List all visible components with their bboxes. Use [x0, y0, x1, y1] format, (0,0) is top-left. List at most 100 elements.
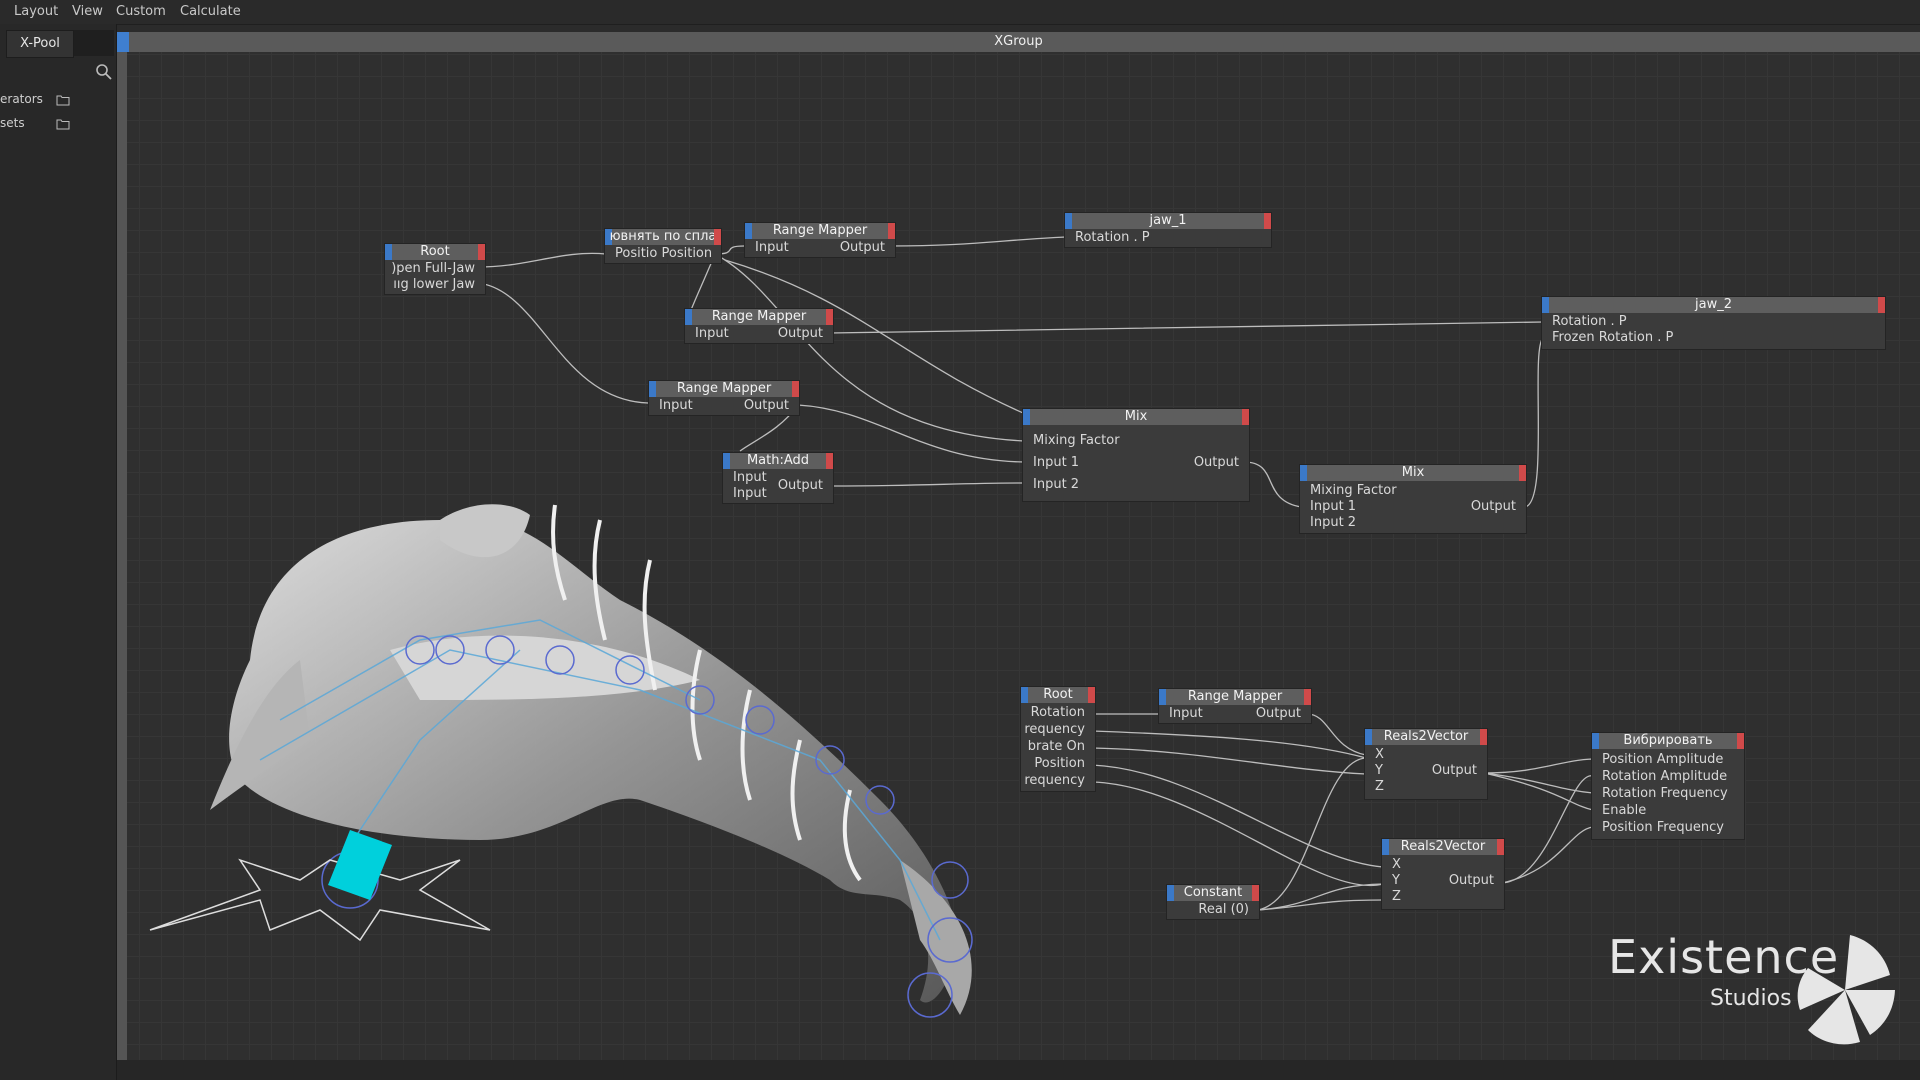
output-port-label[interactable]: requency [1024, 722, 1085, 737]
output-port-label[interactable]: requency [1024, 773, 1085, 788]
output-port-label[interactable]: Rotation [1030, 705, 1085, 720]
output-port-label[interactable]: Output [777, 478, 823, 493]
menu-bar: Layout View Custom Calculate [0, 0, 1920, 25]
output-port-label[interactable]: Output [1431, 763, 1477, 778]
input-port-label[interactable]: Mixing Factor [1033, 433, 1120, 448]
node-title: Mix [1401, 465, 1425, 480]
status-strip [117, 1060, 1920, 1080]
node-title: Range Mapper [772, 223, 868, 238]
input-port-label[interactable]: Input [695, 326, 729, 341]
folder-icon [56, 94, 70, 106]
node-title: Range Mapper [1187, 689, 1283, 704]
port-label[interactable]: Positio Position [615, 246, 713, 261]
node-title: Reals2Vector [1400, 839, 1486, 854]
output-port-label[interactable]: Output [1470, 499, 1516, 514]
node-title: Mix [1124, 409, 1148, 424]
node-range-mapper-4[interactable]: Range Mapper Input Output [1158, 688, 1312, 724]
input-port-label[interactable]: Input [1169, 706, 1203, 721]
input-port-label[interactable]: Input 2 [1033, 477, 1080, 492]
input-port-label[interactable]: Input 2 [1310, 515, 1357, 530]
node-root-1[interactable]: Root )pen Full-Jaw ııg lower Jaw [384, 243, 486, 295]
studio-logo-icon [1797, 935, 1895, 1045]
output-port-label[interactable]: Output [1255, 706, 1301, 721]
tree-item-operators[interactable]: erators [0, 92, 116, 110]
output-port-label[interactable]: Position [1034, 756, 1085, 771]
input-port-label[interactable]: Rotation Amplitude [1602, 769, 1728, 784]
input-port-label[interactable]: Input 1 [1033, 455, 1080, 470]
dolphin-model[interactable] [149, 504, 973, 1018]
node-title: Root [420, 244, 450, 259]
menu-view[interactable]: View [72, 4, 103, 19]
node-reals2vector-2[interactable]: Reals2Vector X Y Z Output [1381, 838, 1505, 910]
output-port-label[interactable]: )pen Full-Jaw [391, 261, 475, 276]
node-title: Вибрировать [1623, 733, 1713, 748]
input-port-label[interactable]: Input [733, 486, 767, 501]
input-port-label[interactable]: Frozen Rotation . P [1552, 330, 1674, 345]
input-port-label[interactable]: Input 1 [1310, 499, 1357, 514]
xgroup-side-bar [117, 52, 127, 1060]
input-port-label[interactable]: Z [1375, 779, 1384, 794]
node-range-mapper-2[interactable]: Range Mapper Input Output [684, 308, 834, 344]
input-port-label[interactable]: Position Frequency [1602, 820, 1724, 835]
node-math-add[interactable]: Math:Add Input Input Output [722, 452, 834, 504]
node-reals2vector-1[interactable]: Reals2Vector X Y Z Output [1364, 728, 1488, 800]
node-range-mapper-1[interactable]: Range Mapper Input Output [744, 222, 896, 258]
output-port-label[interactable]: ııg lower Jaw [393, 277, 475, 292]
tree-item-label: erators [0, 92, 43, 106]
node-title: Constant [1183, 885, 1243, 900]
input-port-label[interactable]: Y [1375, 763, 1383, 778]
node-title: Math:Add [746, 453, 810, 468]
xgroup-input-port [117, 32, 129, 52]
xgroup-title: XGroup [994, 34, 1043, 49]
node-title: Range Mapper [711, 309, 807, 324]
node-title: Reals2Vector [1383, 729, 1469, 744]
menu-calculate[interactable]: Calculate [180, 4, 241, 19]
node-title: Range Mapper [676, 381, 772, 396]
output-port-label[interactable]: Output [1193, 455, 1239, 470]
node-title: ювнять по спла [609, 229, 717, 244]
controller-handle[interactable] [328, 830, 392, 900]
folder-icon [56, 118, 70, 130]
input-port-label[interactable]: Rotation . P [1075, 230, 1150, 245]
xgroup-titlebar[interactable]: XGroup [117, 32, 1920, 52]
input-port-label[interactable]: Rotation . P [1552, 314, 1627, 329]
input-port-label[interactable]: Rotation Frequency [1602, 786, 1728, 801]
menu-layout[interactable]: Layout [14, 4, 59, 19]
node-align-spline[interactable]: ювнять по спла Positio Position [604, 228, 722, 264]
node-mix-2[interactable]: Mix Mixing Factor Input 1 Input 2 Output [1299, 464, 1527, 534]
node-title: jaw_1 [1149, 213, 1187, 228]
output-port-label[interactable]: Real (0) [1198, 902, 1249, 917]
output-port-label[interactable]: brate On [1027, 739, 1085, 754]
node-root-2[interactable]: Root Rotation requency brate On Position… [1020, 686, 1096, 792]
node-range-mapper-3[interactable]: Range Mapper Input Output [648, 380, 800, 416]
node-mix-1[interactable]: Mix Mixing Factor Input 1 Input 2 Output [1022, 408, 1250, 502]
input-port-label[interactable]: Input [659, 398, 693, 413]
input-port-label[interactable]: Input [755, 240, 789, 255]
input-port-label[interactable]: X [1392, 857, 1401, 872]
output-port-label[interactable]: Output [743, 398, 789, 413]
node-jaw-2[interactable]: jaw_2 Rotation . P Frozen Rotation . P [1541, 296, 1886, 350]
node-wires [477, 236, 1594, 911]
node-title: jaw_2 [1695, 297, 1732, 312]
search-icon[interactable] [94, 62, 114, 82]
tab-bar [74, 30, 114, 56]
input-port-label[interactable]: Mixing Factor [1310, 483, 1397, 498]
input-port-label[interactable]: Z [1392, 889, 1401, 904]
input-port-label[interactable]: X [1375, 747, 1384, 762]
output-port-label[interactable]: Output [839, 240, 885, 255]
menu-custom[interactable]: Custom [116, 4, 166, 19]
node-title: Root [1043, 687, 1073, 702]
node-vibrate[interactable]: Вибрировать Position Amplitude Rotation … [1591, 732, 1745, 840]
input-port-label[interactable]: Enable [1602, 803, 1647, 818]
output-port-label[interactable]: Output [1448, 873, 1494, 888]
node-jaw-1[interactable]: jaw_1 Rotation . P [1064, 212, 1272, 248]
input-port-label[interactable]: Position Amplitude [1602, 752, 1724, 767]
input-port-label[interactable]: Y [1392, 873, 1400, 888]
tab-xpool[interactable]: X-Pool [6, 30, 74, 58]
input-port-label[interactable]: Input [733, 470, 767, 485]
output-port-label[interactable]: Output [777, 326, 823, 341]
node-constant[interactable]: Constant Real (0) [1166, 884, 1260, 920]
tree-item-presets[interactable]: sets [0, 116, 116, 134]
existence-logo-subtitle: Studios [1710, 986, 1792, 1011]
